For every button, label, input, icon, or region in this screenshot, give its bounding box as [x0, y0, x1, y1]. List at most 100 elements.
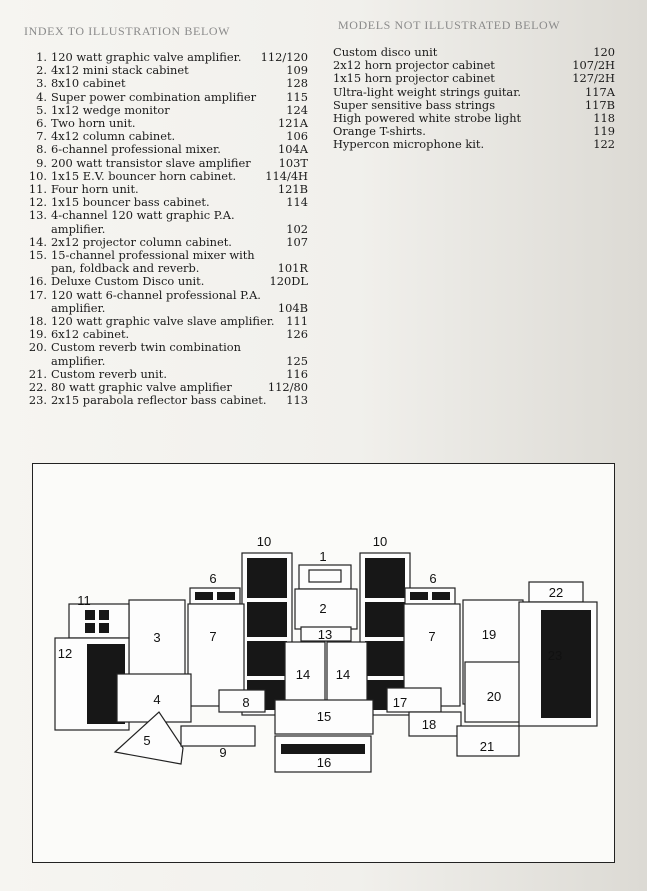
item-number-label: 7 [209, 629, 216, 644]
index-number: 13. [28, 208, 47, 223]
item-number-label: 12 [58, 646, 72, 661]
amplifier-13 [300, 626, 352, 642]
model-description: Orange T-shirts. [333, 124, 426, 139]
horn-unit-6-left [189, 587, 241, 605]
model-code: 107 [286, 234, 308, 249]
item-number-label: 6 [209, 571, 216, 586]
index-number: 2. [36, 63, 47, 78]
item-number-label: 14 [336, 667, 350, 682]
model-code: 112/120 [260, 50, 308, 64]
model-description: Ultra-light weight strings guitar. [333, 84, 522, 99]
item-number-label: 10 [257, 534, 271, 549]
model-description: 2x12 horn projector cabinet [333, 58, 495, 73]
model-code: 103T [278, 155, 308, 170]
index-description: Super power combination amplifier [51, 89, 257, 104]
model-code: 126 [286, 327, 308, 342]
index-description: 2x15 parabola reflector bass cabinet. [51, 393, 267, 408]
index-number: 17. [28, 287, 47, 302]
index-item: 18.120 watt graphic valve slave amplifie… [28, 314, 308, 329]
not-illustrated-heading: MODELS NOT ILLUSTRATED BELOW [338, 18, 561, 32]
model-code: 121A [278, 116, 308, 131]
index-number: 8. [36, 142, 47, 157]
other-model-item: 2x12 horn projector cabinet 107/2H [333, 59, 615, 72]
item-number-label: 2 [319, 601, 326, 616]
item-number-label: 18 [422, 717, 436, 732]
index-item: 3. 8x10 cabinet 128 [28, 77, 308, 90]
horn-unit-6-right [404, 587, 456, 605]
index-number: 12. [28, 195, 47, 210]
model-code: 128 [286, 76, 308, 91]
amplifier-17 [386, 687, 442, 713]
item-number-label: 21 [480, 739, 494, 754]
index-item: 15.15-channel professional mixer with pa… [28, 248, 308, 276]
model-code: 122 [593, 137, 615, 152]
model-code: 101R [277, 261, 308, 276]
index-number: 11. [28, 182, 47, 197]
amplifier-4 [116, 673, 192, 723]
index-item: 19.6x12 cabinet.126 [28, 328, 308, 341]
amplifier-1 [298, 564, 352, 590]
item-number-label: 14 [296, 667, 310, 682]
model-description: 1x15 horn projector cabinet [333, 71, 495, 86]
item-number-label: 7 [428, 629, 435, 644]
index-number: 18. [28, 314, 47, 329]
model-code: 118 [593, 111, 615, 126]
index-item: 8.6-channel professional mixer.104A [28, 143, 308, 156]
item-number-label: 16 [317, 755, 331, 770]
equipment-drawing: 1234566778910101112131414151617181920212… [54, 534, 598, 773]
index-description: Two horn unit. [51, 116, 136, 131]
index-description: 1x15 bouncer bass cabinet. [51, 195, 210, 210]
index-item: 20.Custom reverb twin combination amplif… [28, 341, 308, 368]
index-description: 120 watt graphic valve amplifier. [51, 50, 242, 64]
model-code: 117B [584, 97, 615, 112]
index-number: 1. [36, 50, 47, 64]
model-code: 109 [286, 63, 308, 78]
index-description: 120 watt 6-channel professional P.A. amp… [51, 287, 261, 315]
index-description: 6-channel professional mixer. [51, 142, 221, 157]
index-item: 16.Deluxe Custom Disco unit.120DL [28, 275, 308, 288]
item-number-label: 6 [429, 571, 436, 586]
model-code: 124 [286, 102, 308, 117]
model-description: Hypercon microphone kit. [333, 137, 485, 152]
other-model-item: Ultra-light weight strings guitar.117A [333, 84, 615, 99]
item-number-label: 20 [487, 689, 501, 704]
index-item: 17. 120 watt 6-channel professional P.A. … [28, 287, 308, 315]
index-description: 2x12 projector column cabinet. [51, 234, 232, 249]
index-number: 7. [36, 129, 47, 144]
index-number: 6. [36, 116, 47, 131]
model-code: 102 [286, 221, 308, 236]
index-number: 19. [28, 327, 47, 342]
index-list: 1. 120 watt graphic valve amplifier. 112/1… [28, 50, 308, 407]
index-description: Four horn unit. [51, 182, 139, 197]
item-number-label: 23 [548, 648, 562, 663]
index-item: 21.Custom reverb unit.116 [28, 367, 308, 381]
item-number-label: 1 [319, 549, 326, 564]
index-item: 6. Two horn unit. 121A [28, 116, 308, 131]
item-number-label: 19 [482, 627, 496, 642]
item-number-label: 10 [373, 534, 387, 549]
item-number-label: 5 [143, 733, 150, 748]
model-description: Custom disco unit [333, 45, 438, 59]
index-description: 8x10 cabinet [51, 76, 126, 91]
index-number: 23. [28, 393, 47, 408]
item-number-label: 4 [153, 692, 160, 707]
index-description: 4x12 column cabinet. [51, 129, 176, 144]
item-number-label: 9 [219, 745, 226, 760]
index-number: 16. [28, 274, 47, 289]
index-number: 3. [36, 76, 47, 91]
disco-unit-16 [274, 735, 372, 773]
model-code: 107/2H [572, 58, 615, 73]
model-code: 121B [277, 182, 308, 197]
other-model-item: Hypercon microphone kit. 122 [333, 138, 615, 151]
index-description: 80 watt graphic valve amplifier [51, 380, 232, 395]
index-item: 23. 2x15 parabola reflector bass cabinet.… [28, 394, 308, 407]
index-description: 200 watt transistor slave amplifier [51, 155, 251, 170]
index-number: 5. [36, 102, 47, 117]
model-code: 114/4H [265, 168, 308, 183]
